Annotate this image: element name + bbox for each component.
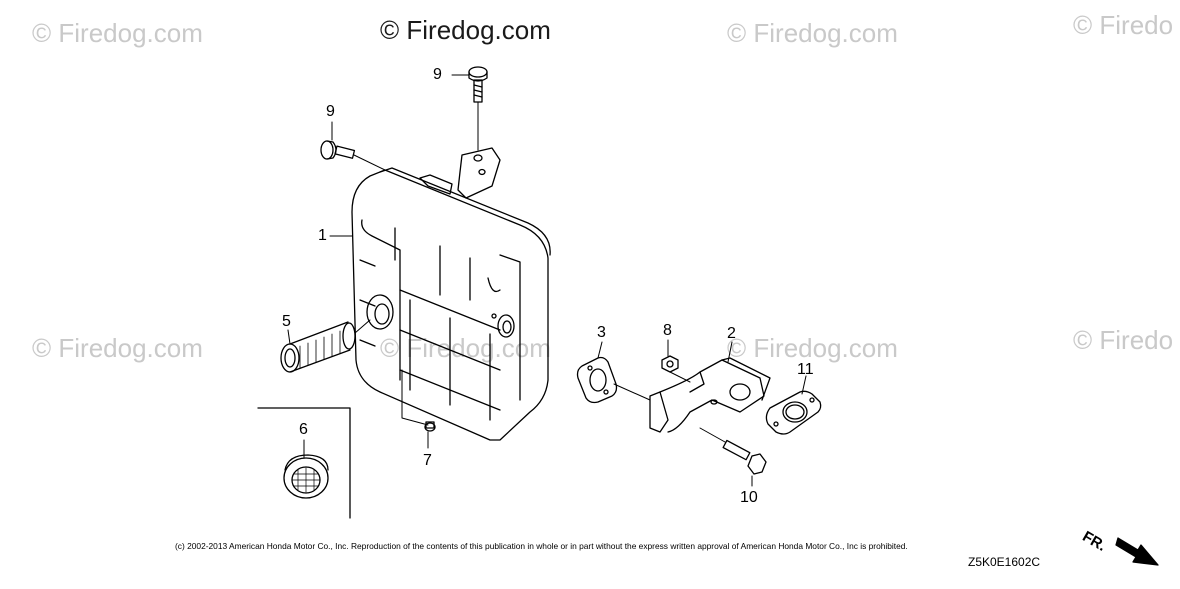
- callout-6: 6: [299, 421, 308, 438]
- watermark-main: © Firedog.com: [380, 15, 551, 45]
- callout-5: 5: [282, 313, 291, 330]
- watermark: © Firedog.com: [727, 333, 898, 363]
- callout-11: 11: [797, 361, 814, 378]
- bolt-9-left: [320, 140, 386, 171]
- front-direction-arrow: [1115, 537, 1159, 566]
- callout-7: 7: [423, 452, 432, 469]
- watermark: © Firedog.com: [32, 333, 203, 363]
- gasket-3: [576, 356, 651, 404]
- alt-part-separator: [257, 407, 351, 519]
- callout-3: 3: [597, 324, 606, 341]
- muffler-bracket: [457, 147, 501, 199]
- muffler-body: [351, 167, 551, 441]
- screen-6: [283, 454, 329, 499]
- watermark: © Firedog.com: [380, 333, 551, 363]
- gasket-11: [765, 375, 822, 435]
- leader-lines: [287, 74, 733, 459]
- callout-9-top: 9: [433, 66, 442, 83]
- bolt-9-top: [468, 66, 488, 151]
- spark-arrester-5: [280, 319, 371, 373]
- watermark: © Firedo: [1073, 325, 1174, 355]
- watermark: © Firedog.com: [32, 18, 203, 48]
- bolt-10: [699, 427, 767, 487]
- copyright-notice: (c) 2002-2013 American Honda Motor Co., …: [175, 541, 908, 551]
- callout-9-left: 9: [326, 103, 335, 120]
- watermark: © Firedog.com: [727, 18, 898, 48]
- callout-10: 10: [740, 489, 758, 506]
- screw-7: [424, 421, 436, 432]
- nut-8: [661, 355, 691, 383]
- exhaust-pipe-2: [649, 357, 771, 433]
- callout-2: 2: [727, 325, 736, 342]
- watermark: © Firedo: [1073, 10, 1174, 40]
- callout-8: 8: [663, 322, 672, 339]
- diagram-code: Z5K0E1602C: [968, 555, 1041, 569]
- callout-1: 1: [318, 227, 327, 244]
